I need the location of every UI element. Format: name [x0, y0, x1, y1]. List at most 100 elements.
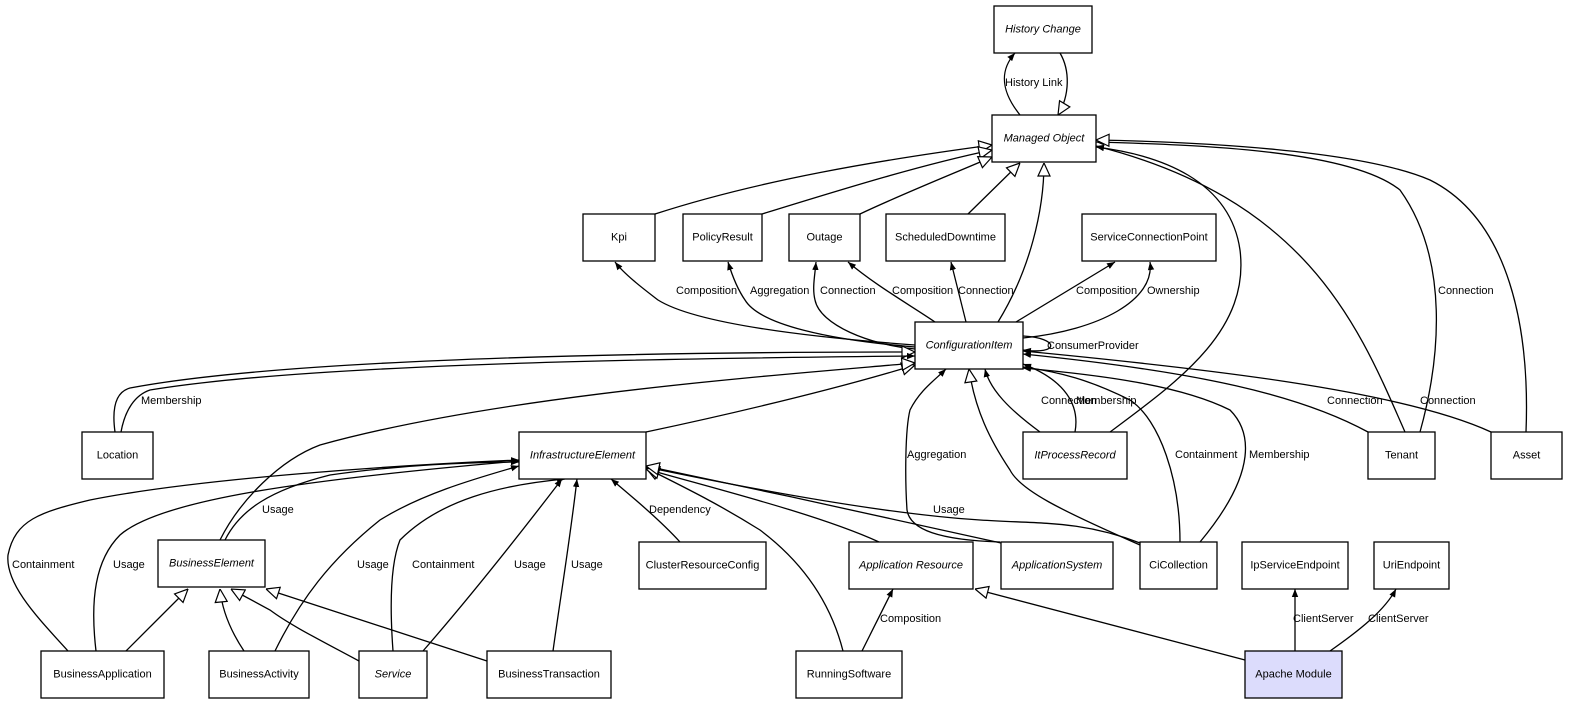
- edge-label-connection: Connection: [1438, 285, 1494, 297]
- class-name: Apache Module: [1255, 669, 1331, 681]
- class-box[interactable]: [682, 213, 763, 262]
- class-node-business-element[interactable]: BusinessElement: [157, 539, 266, 588]
- class-node-history-change[interactable]: History Change: [993, 5, 1093, 54]
- class-node-it-process-record[interactable]: ItProcessRecord: [1022, 431, 1128, 480]
- inheritance-edge-scheduled_downtime-to-managed_object: [967, 163, 1020, 215]
- class-name: UriEndpoint: [1383, 560, 1440, 572]
- class-node-configuration-item[interactable]: ConfigurationItem: [914, 321, 1024, 370]
- association-edge-managed_object-to-history_change: [1003, 52, 1021, 116]
- class-node-policy-result[interactable]: PolicyResult: [682, 213, 763, 262]
- class-node-business-activity[interactable]: BusinessActivity: [208, 650, 310, 699]
- class-node-application-system[interactable]: ApplicationSystem: [1000, 541, 1114, 590]
- class-node-service[interactable]: Service: [358, 650, 428, 699]
- class-name: IpServiceEndpoint: [1250, 560, 1339, 572]
- class-box[interactable]: [1490, 431, 1563, 480]
- edge-label-membership: Membership: [1076, 395, 1137, 407]
- inheritance-edge-ci_collection-to-configuration_item: [969, 369, 1141, 546]
- class-node-asset[interactable]: Asset: [1490, 431, 1563, 480]
- class-box[interactable]: [638, 541, 767, 590]
- association-edge-apache_module-to-uri_endpoint: [1329, 588, 1397, 652]
- association-edge-business_application-to-infrastructure_element: [93, 458, 520, 652]
- class-box[interactable]: [914, 321, 1024, 370]
- association-edge-business_activity-to-infrastructure_element: [274, 465, 520, 652]
- class-box[interactable]: [1241, 541, 1349, 590]
- class-box[interactable]: [40, 650, 165, 699]
- class-node-infrastructure-element[interactable]: InfrastructureElement: [518, 431, 647, 480]
- class-node-location[interactable]: Location: [81, 431, 154, 480]
- edge-label-clientserver: ClientServer: [1293, 613, 1354, 625]
- inheritance-edge-outage-to-managed_object: [859, 157, 992, 215]
- class-name: Asset: [1513, 450, 1541, 462]
- class-name: BusinessElement: [169, 558, 255, 570]
- class-name: Application Resource: [858, 560, 963, 572]
- edge-label-usage: Usage: [357, 559, 389, 571]
- inheritance-edge-kpi-to-managed_object: [654, 145, 992, 215]
- edges-layer: [7, 52, 1528, 662]
- class-box[interactable]: [848, 541, 974, 590]
- class-box[interactable]: [1000, 541, 1114, 590]
- class-node-managed-object[interactable]: Managed Object: [991, 114, 1097, 163]
- class-name: ScheduledDowntime: [895, 232, 996, 244]
- class-box[interactable]: [885, 213, 1006, 262]
- edge-label-dependency: Dependency: [649, 504, 711, 516]
- class-name: Tenant: [1385, 450, 1418, 462]
- edge-label-composition: Composition: [676, 285, 737, 297]
- edge-label-clientserver: ClientServer: [1368, 613, 1429, 625]
- class-node-uri-endpoint[interactable]: UriEndpoint: [1373, 541, 1450, 590]
- class-box[interactable]: [518, 431, 647, 480]
- class-node-running-software[interactable]: RunningSoftware: [795, 650, 903, 699]
- class-box[interactable]: [157, 539, 266, 588]
- class-box[interactable]: [993, 5, 1093, 54]
- class-node-application-resource[interactable]: Application Resource: [848, 541, 974, 590]
- class-node-cluster-resource-config[interactable]: ClusterResourceConfig: [638, 541, 767, 590]
- inheritance-edge-infrastructure_element-to-configuration_item: [645, 365, 915, 433]
- class-node-apache-module[interactable]: Apache Module: [1244, 650, 1343, 699]
- class-box[interactable]: [795, 650, 903, 699]
- class-name: BusinessActivity: [219, 669, 299, 681]
- class-node-outage[interactable]: Outage: [788, 213, 861, 262]
- class-box[interactable]: [788, 213, 861, 262]
- class-box[interactable]: [208, 650, 310, 699]
- association-edge-application_system-to-configuration_item: [905, 368, 1001, 543]
- class-name: Managed Object: [1004, 133, 1086, 145]
- association-edge-tenant-to-managed_object: [1095, 139, 1438, 433]
- class-box[interactable]: [991, 114, 1097, 163]
- class-box[interactable]: [486, 650, 612, 699]
- class-name: ApplicationSystem: [1011, 560, 1103, 572]
- association-edge-ci_collection-to-configuration_item: [1022, 365, 1247, 543]
- association-edge-configuration_item-to-service_connection_point: [1022, 261, 1155, 339]
- association-edge-tenant-to-managed_object: [1095, 144, 1406, 433]
- class-name: Service: [375, 669, 412, 681]
- class-node-scheduled-downtime[interactable]: ScheduledDowntime: [885, 213, 1006, 262]
- inheritance-edge-policy_result-to-managed_object: [761, 150, 992, 215]
- class-box[interactable]: [1373, 541, 1450, 590]
- class-node-business-application[interactable]: BusinessApplication: [40, 650, 165, 699]
- class-box[interactable]: [358, 650, 428, 699]
- class-node-business-transaction[interactable]: BusinessTransaction: [486, 650, 612, 699]
- association-edge-configuration_item-to-policy_result: [727, 261, 916, 348]
- edge-label-membership: Membership: [141, 395, 202, 407]
- class-box[interactable]: [1081, 213, 1217, 262]
- class-box[interactable]: [81, 431, 154, 480]
- class-box[interactable]: [1139, 541, 1218, 590]
- class-box[interactable]: [1244, 650, 1343, 699]
- association-edge-configuration_item-to-outage: [847, 261, 936, 323]
- inheritance-edge-apache_module-to-application_resource: [975, 589, 1246, 661]
- class-name: ClusterResourceConfig: [646, 560, 760, 572]
- class-node-ci-collection[interactable]: CiCollection: [1139, 541, 1218, 590]
- inheritance-edge-business_application-to-business_element: [125, 589, 188, 652]
- class-node-kpi[interactable]: Kpi: [582, 213, 656, 262]
- edge-label-composition: Composition: [1076, 285, 1137, 297]
- class-box[interactable]: [1367, 431, 1436, 480]
- class-box[interactable]: [582, 213, 656, 262]
- class-node-ip-service-endpoint[interactable]: IpServiceEndpoint: [1241, 541, 1349, 590]
- class-box[interactable]: [1022, 431, 1128, 480]
- edge-label-consumerprovider: ConsumerProvider: [1047, 340, 1139, 352]
- edge-label-connection: Connection: [820, 285, 876, 297]
- edge-label-aggregation: Aggregation: [907, 449, 966, 461]
- inheritance-edge-business_element-to-configuration_item: [219, 363, 915, 541]
- class-node-service-connection-point[interactable]: ServiceConnectionPoint: [1081, 213, 1217, 262]
- class-node-tenant[interactable]: Tenant: [1367, 431, 1436, 480]
